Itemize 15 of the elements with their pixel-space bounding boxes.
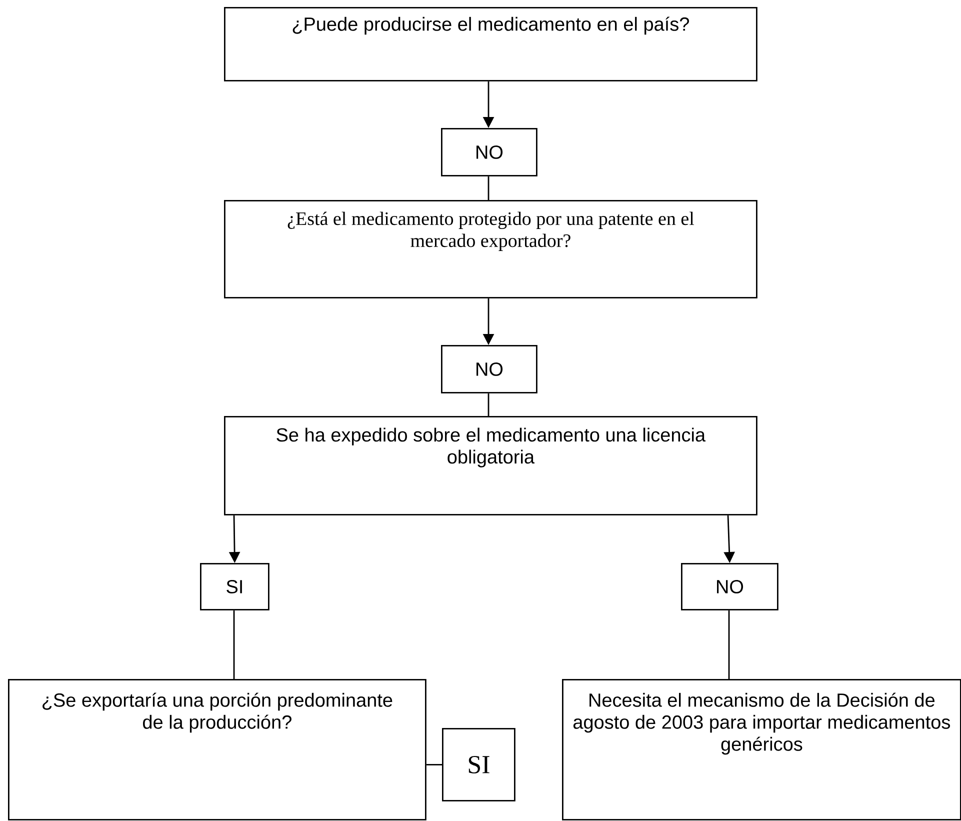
answer-box: NO bbox=[441, 128, 538, 176]
question-box: ¿Se exportaría una porción predominante de la producción? bbox=[8, 679, 426, 820]
answer-box: NO bbox=[441, 345, 538, 394]
result-box: Necesita el mecanismo de la Decisión de agosto de 2003 para importar medicamentos genéricos bbox=[562, 679, 961, 820]
connector-line bbox=[488, 176, 490, 200]
question-box: ¿Está el medicamento protegido por una patente en el mercado exportador? bbox=[224, 200, 758, 298]
connector-line bbox=[488, 393, 490, 416]
question-box: ¿Puede producirse el medicamento en el país? bbox=[224, 7, 758, 82]
connector-line bbox=[728, 610, 730, 679]
answer-box: SI bbox=[200, 563, 270, 610]
connector-line bbox=[426, 764, 442, 766]
answer-box: SI bbox=[442, 728, 516, 802]
answer-box: NO bbox=[681, 563, 778, 610]
question-box: Se ha expedido sobre el medicamento una licencia obligatoria bbox=[224, 416, 758, 516]
connector-line bbox=[233, 610, 235, 679]
